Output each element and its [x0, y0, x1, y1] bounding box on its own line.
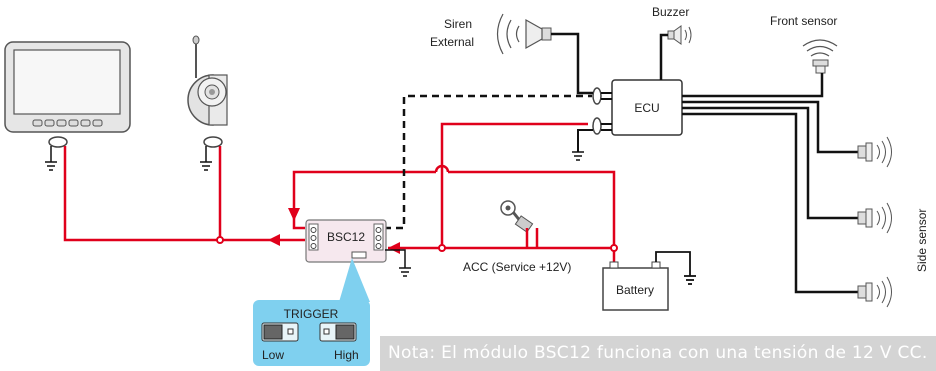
- camera-icon: [187, 35, 228, 126]
- side-sensor-icon: [857, 276, 892, 308]
- battery-icon: [602, 261, 669, 311]
- signal-wire: [551, 32, 593, 95]
- wire-junction: [216, 236, 224, 244]
- siren-icon: [496, 13, 552, 55]
- arrow-icon: [268, 234, 280, 246]
- note-text: Nota: El módulo BSC12 funciona con una t…: [388, 343, 928, 363]
- trigger-label: TRIGGER: [284, 307, 339, 321]
- bsc12-label: BSC12: [327, 230, 365, 244]
- monitor-connector: [48, 136, 68, 162]
- external-label: External: [430, 35, 474, 49]
- front-sensor-label: Front sensor: [770, 14, 837, 28]
- trigger-switch-low[interactable]: [261, 322, 299, 342]
- acc-label: ACC (Service +12V): [463, 260, 571, 274]
- signal-wire-dashed: [384, 94, 592, 230]
- note-box: Nota: El módulo BSC12 funciona con una t…: [380, 336, 936, 371]
- arrow-icon: [388, 242, 400, 254]
- side-sensor-icon: [857, 202, 892, 234]
- ground-icon: [572, 151, 584, 161]
- ground-icon: [385, 249, 411, 277]
- trigger-panel: [253, 258, 370, 366]
- acc-key-switch-icon: [500, 200, 534, 233]
- ecu-label: ECU: [634, 101, 659, 115]
- signal-wire: [577, 92, 612, 152]
- monitor-icon: [4, 41, 131, 133]
- siren-label: Siren: [444, 17, 472, 31]
- power-wire: [388, 122, 616, 265]
- ground-icon: [200, 161, 212, 171]
- side-sensor-label: Side sensor: [915, 209, 929, 272]
- ground-icon: [655, 251, 696, 285]
- buzzer-label: Buzzer: [652, 5, 689, 19]
- camera-connector: [203, 136, 223, 162]
- ground-icon: [45, 161, 57, 171]
- trigger-switch-high[interactable]: [319, 322, 357, 342]
- trigger-low-label: Low: [262, 348, 284, 362]
- wire-junction: [610, 244, 618, 252]
- trigger-high-label: High: [334, 348, 359, 362]
- side-sensor-icon: [857, 136, 892, 168]
- arrow-icon: [288, 208, 300, 221]
- signal-wire: [659, 33, 668, 80]
- signal-wire: [682, 73, 858, 294]
- ecu-connector: [592, 87, 602, 135]
- wire-junction: [438, 244, 446, 252]
- buzzer-icon: [667, 25, 692, 45]
- power-wire: [63, 146, 305, 242]
- battery-label: Battery: [616, 283, 654, 297]
- front-sensor-icon: [802, 39, 838, 74]
- bsc12-module: [305, 219, 387, 263]
